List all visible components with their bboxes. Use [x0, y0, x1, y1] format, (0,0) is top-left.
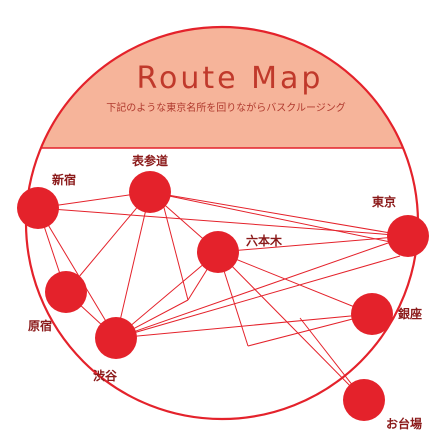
station-omotesando: [129, 171, 171, 213]
route-line: [37, 207, 409, 237]
station-shibuya: [95, 317, 137, 359]
route-line: [115, 235, 409, 339]
route-line: [115, 313, 373, 339]
label-tokyo: 東京: [372, 194, 396, 209]
page-title: Route Map: [137, 61, 324, 96]
route-line: [37, 207, 117, 339]
route-line: [217, 251, 373, 315]
station-markers: [17, 171, 429, 421]
station-ginza: [351, 293, 393, 335]
station-labels: 新宿 表参道 東京 六本木 原宿 銀座 渋谷 お台場: [28, 153, 422, 431]
page-subtitle: 下記のような東京名所を回りながらバスクルージング: [106, 101, 346, 114]
label-shibuya: 渋谷: [93, 368, 118, 383]
label-odaiba: お台場: [386, 416, 422, 431]
route-line: [217, 251, 365, 401]
station-roppongi: [197, 231, 239, 273]
label-roppongi: 六本木: [246, 233, 283, 248]
route-line: [115, 191, 151, 339]
route-line: [115, 251, 219, 339]
station-odaiba: [343, 379, 385, 421]
route-line: [115, 255, 401, 339]
station-shinjuku: [17, 187, 59, 229]
route-line: [149, 191, 409, 237]
route-line: [217, 235, 409, 253]
station-tokyo: [387, 215, 429, 257]
label-shinjuku: 新宿: [52, 172, 76, 187]
label-omotesando: 表参道: [131, 153, 168, 168]
label-harajuku: 原宿: [28, 318, 52, 333]
route-line: [149, 191, 401, 245]
route-line: [161, 199, 189, 301]
station-harajuku: [45, 271, 87, 313]
label-ginza: 銀座: [397, 306, 422, 321]
